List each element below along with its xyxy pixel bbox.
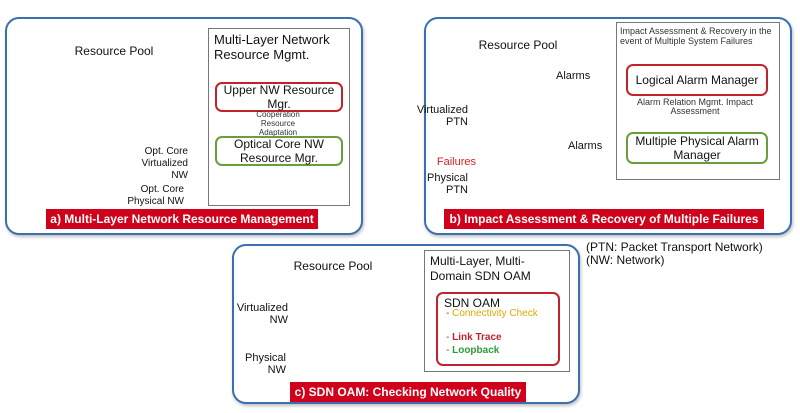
panel-c-caption: c) SDN OAM: Checking Network Quality [290,382,526,402]
sdn-oam-box [436,292,560,366]
cooperation-label: Cooperation Resource Adaptation [256,110,300,137]
sdn-oam-title: SDN OAM [444,296,501,310]
logical-alarm-manager: Logical Alarm Manager [626,64,768,96]
opt-core-virtualized-label: Opt. Core Virtualized NW [141,146,188,181]
failures-label: Failures [436,156,476,168]
upper-nw-resource-manager: Upper NW Resource Mgr. [215,82,343,112]
opt-core-physical-label: Opt. Core Physical NW [127,184,184,207]
oam-item-link-trace: - Link Trace [446,332,502,343]
virtualized-ptn-label: Virtualized PTN [416,104,468,128]
alarm-relation-label: Alarm Relation Mgmt. Impact Assessment [636,97,754,116]
alarms-top-label: Alarms [556,70,591,82]
nw-note: (NW: Network) [586,253,665,267]
panel-a-caption: a) Multi-Layer Network Resource Manageme… [46,209,318,229]
panel-b-pool-title: Resource Pool [478,38,558,52]
optical-core-nw-resource-manager: Optical Core NW Resource Mgr. [215,136,343,166]
panel-c-physical-label: Physical NW [245,352,286,376]
ptn-note: (PTN: Packet Transport Network) [586,240,763,254]
physical-ptn-label: Physical PTN [427,172,468,196]
panel-c-pool-title: Resource Pool [293,259,373,273]
oam-item-loopback: - Loopback [446,345,500,356]
panel-a-pool-title: Resource Pool [74,44,154,58]
panel-a-side-box [208,28,350,206]
mpls-vpn-label: MPLS-VPN [54,83,101,93]
panel-c-virtualized-label: Virtualized NW [236,302,288,326]
multiple-physical-alarm-manager: Multiple Physical Alarm Manager [626,132,768,164]
panel-a-side-title: Multi-Layer Network Resource Mgmt. [214,32,330,62]
oam-item-connectivity-check: - Connectivity Check [446,308,538,319]
alarms-bottom-label: Alarms [568,140,603,152]
panel-c-side-title: Multi-Layer, Multi-Domain SDN OAM [430,254,531,283]
panel-b-side-title: Impact Assessment & Recovery in the even… [620,26,772,46]
lsp-transport-label: LSP Transport [119,83,177,93]
panel-b-caption: b) Impact Assessment & Recovery of Multi… [444,209,764,229]
